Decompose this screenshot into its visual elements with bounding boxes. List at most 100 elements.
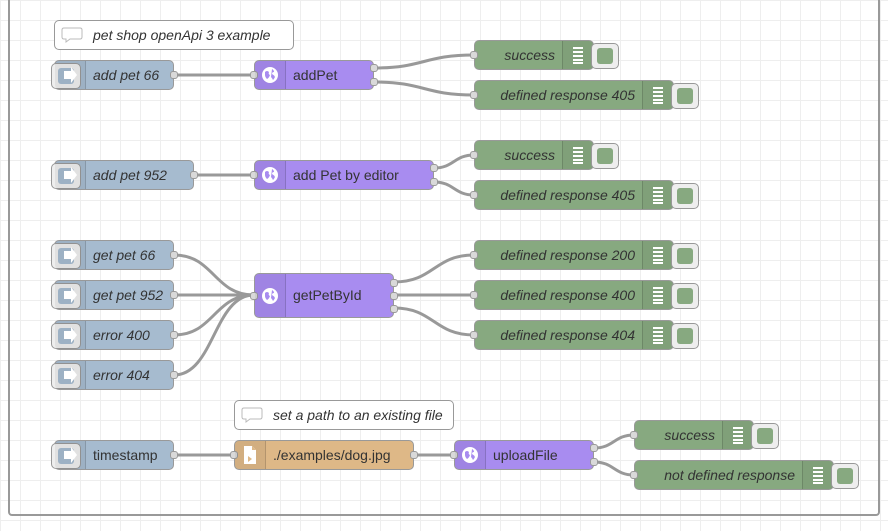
arrow-in-icon	[55, 161, 86, 189]
input-port[interactable]	[470, 191, 478, 199]
file-in-node-dog-jpg[interactable]: ./examples/dog.jpg	[230, 440, 418, 470]
globe-icon	[455, 441, 486, 469]
input-port[interactable]	[250, 292, 258, 300]
output-port-1[interactable]	[390, 279, 398, 287]
inject-node-add-pet-952[interactable]: add pet 952	[51, 160, 198, 190]
comment-label: pet shop openApi 3 example	[93, 27, 271, 43]
input-port[interactable]	[250, 71, 258, 79]
arrow-in-icon	[55, 241, 86, 269]
input-port[interactable]	[470, 91, 478, 99]
input-port[interactable]	[470, 51, 478, 59]
output-port-1[interactable]	[430, 164, 438, 172]
debug-node-response-405-2[interactable]: defined response 405	[470, 180, 699, 210]
node-label: success	[664, 427, 715, 443]
wire-error404-getpetbyid[interactable]	[173, 293, 255, 377]
inject-node-timestamp[interactable]: timestamp	[51, 440, 178, 470]
inject-node-error-400[interactable]: error 400	[51, 320, 178, 350]
node-label: addPet	[293, 67, 338, 83]
wire-uploadfile-success[interactable]	[593, 433, 635, 450]
openapi-node-add-pet-by-editor[interactable]: add Pet by editor	[250, 160, 438, 190]
debug-node-success-2[interactable]: success	[470, 140, 619, 170]
debug-toggle-button[interactable]	[671, 243, 699, 269]
output-port-2[interactable]	[590, 458, 598, 466]
debug-node-success-1[interactable]: success	[470, 40, 619, 70]
speech-bubble-icon	[241, 407, 263, 423]
output-port[interactable]	[170, 71, 178, 79]
wire-getpetbyid-200[interactable]	[393, 253, 475, 284]
wire-error400-getpetbyid[interactable]	[173, 293, 255, 337]
debug-toggle-button[interactable]	[591, 143, 619, 169]
node-label: ./examples/dog.jpg	[273, 447, 391, 463]
output-port[interactable]	[170, 331, 178, 339]
debug-toggle-button[interactable]	[591, 43, 619, 69]
wire-addpeteditor-405[interactable]	[433, 180, 475, 197]
node-label: success	[504, 47, 555, 63]
inject-node-get-pet-952[interactable]: get pet 952	[51, 280, 178, 310]
inject-node-add-pet-66[interactable]: add pet 66	[51, 60, 178, 90]
debug-toggle-button[interactable]	[831, 463, 859, 489]
input-port[interactable]	[230, 451, 238, 459]
debug-toggle-button[interactable]	[751, 423, 779, 449]
output-port-2[interactable]	[390, 292, 398, 300]
debug-node-response-400[interactable]: defined response 400	[470, 280, 699, 310]
wire-uploadfile-notdefined[interactable]	[593, 460, 635, 477]
arrow-in-icon	[55, 281, 86, 309]
output-port-2[interactable]	[430, 178, 438, 186]
debug-toggle-button[interactable]	[671, 283, 699, 309]
node-label: getPetById	[293, 287, 362, 303]
node-label: get pet 66	[93, 247, 156, 263]
node-label: error 404	[93, 367, 150, 383]
inject-node-error-404[interactable]: error 404	[51, 360, 178, 390]
arrow-in-icon	[55, 441, 86, 469]
wire-getpet66-getpetbyid[interactable]	[173, 253, 255, 297]
node-label: timestamp	[93, 447, 158, 463]
comment-pet-shop[interactable]: pet shop openApi 3 example	[54, 20, 294, 50]
wire-addpeteditor-success[interactable]	[433, 153, 475, 170]
output-port-1[interactable]	[370, 64, 378, 72]
node-label: defined response 400	[500, 287, 635, 303]
debug-node-response-405-1[interactable]: defined response 405	[470, 80, 699, 110]
debug-toggle-button[interactable]	[671, 83, 699, 109]
list-icon	[642, 81, 673, 109]
arrow-in-icon	[55, 321, 86, 349]
output-port[interactable]	[170, 251, 178, 259]
debug-toggle-button[interactable]	[671, 183, 699, 209]
debug-toggle-button[interactable]	[671, 323, 699, 349]
input-port[interactable]	[630, 431, 638, 439]
output-port[interactable]	[170, 371, 178, 379]
output-port-1[interactable]	[590, 444, 598, 452]
debug-node-not-defined-response[interactable]: not defined response	[630, 460, 859, 490]
openapi-node-getpetbyid[interactable]: getPetById	[250, 273, 398, 318]
output-port-3[interactable]	[390, 305, 398, 313]
input-port[interactable]	[470, 331, 478, 339]
comment-set-path[interactable]: set a path to an existing file	[234, 400, 454, 430]
debug-node-response-200[interactable]: defined response 200	[470, 240, 699, 270]
openapi-node-uploadfile[interactable]: uploadFile	[450, 440, 598, 470]
list-icon	[722, 421, 753, 449]
input-port[interactable]	[470, 251, 478, 259]
wire-getpetbyid-404[interactable]	[393, 306, 475, 337]
input-port[interactable]	[450, 451, 458, 459]
inject-node-get-pet-66[interactable]: get pet 66	[51, 240, 178, 270]
input-port[interactable]	[250, 171, 258, 179]
wire-addpet-success[interactable]	[373, 53, 475, 70]
globe-icon	[255, 161, 286, 189]
input-port[interactable]	[470, 291, 478, 299]
node-label: defined response 404	[500, 327, 635, 343]
openapi-node-addpet[interactable]: addPet	[250, 60, 378, 90]
input-port[interactable]	[470, 151, 478, 159]
input-port[interactable]	[630, 471, 638, 479]
output-port[interactable]	[170, 451, 178, 459]
output-port-2[interactable]	[370, 78, 378, 86]
debug-node-success-3[interactable]: success	[630, 420, 779, 450]
wire-addpet-405[interactable]	[373, 80, 475, 97]
output-port[interactable]	[170, 291, 178, 299]
output-port[interactable]	[410, 451, 418, 459]
file-icon	[235, 441, 266, 469]
node-label: add pet 952	[93, 167, 167, 183]
list-icon	[642, 241, 673, 269]
debug-node-response-404[interactable]: defined response 404	[470, 320, 699, 350]
node-label: uploadFile	[493, 447, 558, 463]
list-icon	[642, 281, 673, 309]
output-port[interactable]	[190, 171, 198, 179]
